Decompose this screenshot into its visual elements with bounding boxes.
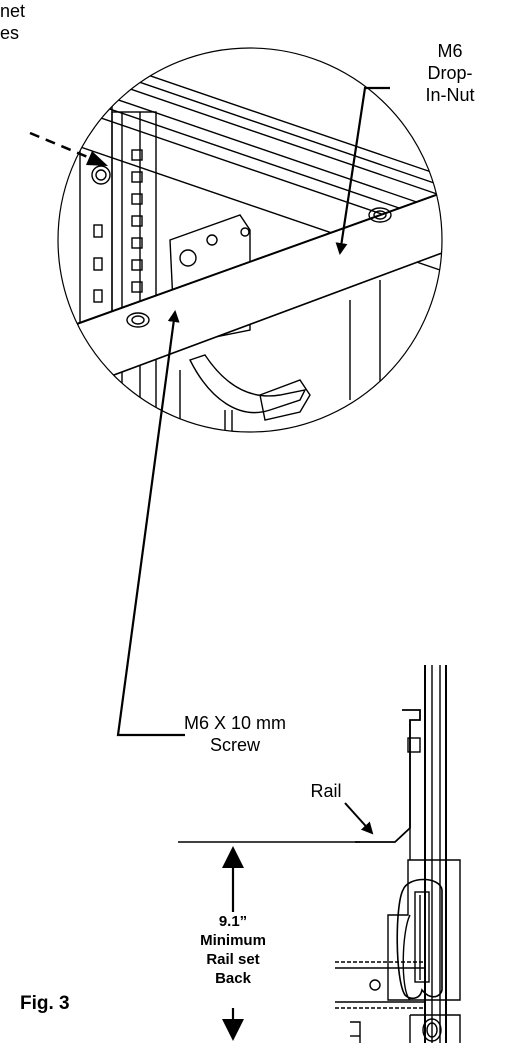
- dashed-leader-arrowhead: [86, 151, 108, 166]
- figure-caption: Fig. 3: [20, 993, 70, 1014]
- rail-label: Rail: [310, 781, 342, 801]
- screw-label: M6 X 10 mm Screw: [160, 712, 310, 756]
- setback-label-line3: Rail set: [206, 951, 260, 968]
- cable-arm: [179, 280, 381, 432]
- screw-label-line2: Screw: [209, 735, 260, 755]
- drop-in-nut-label-line1: M6: [437, 41, 463, 61]
- cabinet-holes-label: net es: [0, 0, 25, 44]
- dashed-leader-line: [29, 131, 91, 160]
- rail-leader: [344, 802, 374, 835]
- setback-label-line1: 9.1”: [218, 913, 248, 930]
- side-view-detail: [335, 665, 461, 1043]
- setback-label-line4: Back: [215, 970, 251, 987]
- setback-label-line2: Minimum: [200, 932, 266, 949]
- drop-in-nut-label-line3: In-Nut: [425, 85, 475, 105]
- cabinet-holes-label-line1: net: [0, 1, 26, 21]
- drop-in-nut-label: M6 Drop- In-Nut: [400, 40, 500, 106]
- detail-circle: [57, 47, 443, 433]
- drop-in-nut-leader: [335, 86, 390, 255]
- screw-label-line1: M6 X 10 mm: [183, 713, 287, 733]
- drop-in-nut-label-line2: Drop-: [427, 63, 473, 83]
- cabinet-holes-label-line2: es: [0, 23, 20, 43]
- magnified-detail: [57, 47, 443, 433]
- setback-label: 9.1” Minimum Rail set Back: [183, 912, 283, 988]
- screw-leader: [116, 310, 185, 737]
- front-rail-bar: [59, 188, 442, 397]
